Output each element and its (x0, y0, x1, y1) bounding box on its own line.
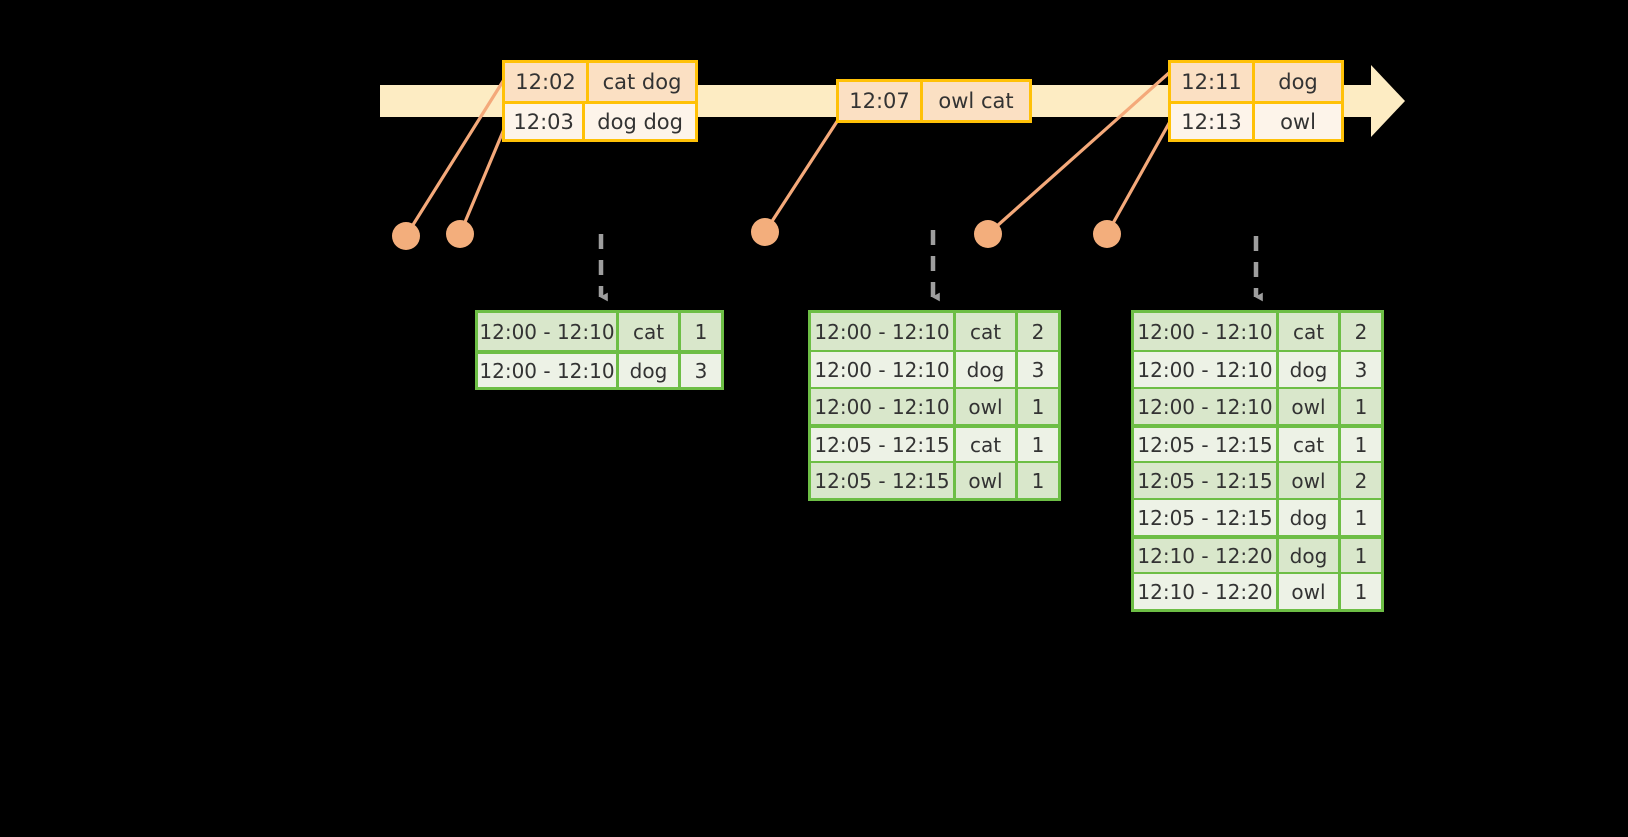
count-cell: 1 (1031, 432, 1045, 457)
event-row: 12:13 owl (1171, 101, 1341, 139)
event-words: dog dog (597, 109, 683, 134)
table-row: 12:05 - 12:15 owl 2 (1134, 461, 1381, 498)
leader-dot-2 (446, 220, 474, 248)
table-row: 12:00 - 12:10 cat 2 (811, 313, 1058, 350)
event-row: 12:11 dog (1171, 63, 1341, 101)
window-cell: 12:05 - 12:15 (811, 428, 956, 461)
window-cell: 12:00 - 12:10 (478, 354, 619, 387)
key-cell: cat (1279, 428, 1341, 461)
key-cell: dog (1279, 352, 1341, 387)
event-group-2: 12:07 owl cat (836, 79, 1032, 123)
window-cell: 12:00 - 12:10 (1134, 389, 1279, 424)
table-row: 12:00 - 12:10 cat 1 (478, 313, 721, 350)
window-cell: 12:05 - 12:15 (811, 463, 956, 498)
window-cell: 12:00 - 12:10 (811, 352, 956, 387)
key-cell: cat (619, 313, 681, 350)
count-cell: 1 (1354, 579, 1368, 604)
event-time: 12:13 (1171, 104, 1255, 139)
count-cell: 1 (1031, 394, 1045, 419)
count-cell: 3 (1031, 357, 1045, 382)
event-group-1: 12:02 cat dog 12:03 dog dog (502, 60, 698, 142)
result-table-1: 12:00 - 12:10 cat 1 12:00 - 12:10 dog 3 (475, 310, 724, 390)
table-row: 12:00 - 12:10 cat 2 (1134, 313, 1381, 350)
window-cell: 12:00 - 12:10 (1134, 352, 1279, 387)
table-row: 12:05 - 12:15 owl 1 (811, 461, 1058, 498)
window-cell: 12:05 - 12:15 (1134, 500, 1279, 535)
event-words: cat dog (602, 70, 682, 94)
key-cell: owl (1279, 463, 1341, 498)
window-cell: 12:00 - 12:10 (1134, 313, 1279, 350)
leader-dot-1 (392, 222, 420, 250)
window-cell: 12:00 - 12:10 (478, 313, 619, 350)
table-row: 12:05 - 12:15 dog 1 (1134, 498, 1381, 535)
leader-line-5 (1105, 116, 1174, 236)
key-cell: owl (956, 389, 1018, 424)
count-cell: 1 (694, 319, 708, 344)
event-group-3: 12:11 dog 12:13 owl (1168, 60, 1344, 142)
table-row: 12:10 - 12:20 dog 1 (1134, 535, 1381, 572)
key-cell: dog (956, 352, 1018, 387)
window-cell: 12:10 - 12:20 (1134, 574, 1279, 609)
event-row: 12:03 dog dog (505, 101, 695, 139)
leader-dot-4 (974, 220, 1002, 248)
table-row: 12:00 - 12:10 owl 1 (811, 387, 1058, 424)
leader-line-2 (458, 120, 509, 236)
leader-dot-5 (1093, 220, 1121, 248)
table-row: 12:00 - 12:10 dog 3 (478, 350, 721, 387)
table-row: 12:05 - 12:15 cat 1 (811, 424, 1058, 461)
key-cell: owl (1279, 574, 1341, 609)
event-row: 12:02 cat dog (505, 63, 695, 101)
event-words: owl (1280, 109, 1316, 134)
window-cell: 12:00 - 12:10 (811, 313, 956, 350)
table-row: 12:00 - 12:10 dog 3 (1134, 350, 1381, 387)
key-cell: dog (1279, 500, 1341, 535)
count-cell: 1 (1354, 505, 1368, 530)
result-table-2: 12:00 - 12:10 cat 2 12:00 - 12:10 dog 3 … (808, 310, 1061, 501)
count-cell: 2 (1031, 319, 1045, 344)
table-row: 12:10 - 12:20 owl 1 (1134, 572, 1381, 609)
window-cell: 12:10 - 12:20 (1134, 539, 1279, 572)
table-row: 12:00 - 12:10 owl 1 (1134, 387, 1381, 424)
count-cell: 2 (1354, 468, 1368, 493)
count-cell: 1 (1031, 468, 1045, 493)
leader-line-3 (763, 118, 840, 234)
key-cell: owl (956, 463, 1018, 498)
count-cell: 1 (1354, 394, 1368, 419)
key-cell: cat (956, 313, 1018, 350)
window-cell: 12:05 - 12:15 (1134, 463, 1279, 498)
table-row: 12:05 - 12:15 cat 1 (1134, 424, 1381, 461)
event-words: owl cat (938, 89, 1014, 113)
table-row: 12:00 - 12:10 dog 3 (811, 350, 1058, 387)
leader-dots (392, 218, 1121, 250)
event-time: 12:03 (505, 104, 586, 139)
key-cell: cat (956, 428, 1018, 461)
key-cell: cat (1279, 313, 1341, 350)
result-table-3: 12:00 - 12:10 cat 2 12:00 - 12:10 dog 3 … (1131, 310, 1384, 612)
event-time: 12:07 (839, 82, 923, 120)
event-time: 12:11 (1171, 63, 1255, 101)
event-words: dog (1278, 70, 1318, 94)
count-cell: 1 (1354, 432, 1368, 457)
dashed-arrows (598, 230, 1263, 302)
event-row: 12:07 owl cat (839, 82, 1029, 120)
event-time: 12:02 (505, 63, 589, 101)
leader-dot-3 (751, 218, 779, 246)
key-cell: dog (1279, 539, 1341, 572)
key-cell: dog (619, 354, 681, 387)
count-cell: 3 (694, 358, 708, 383)
window-cell: 12:05 - 12:15 (1134, 428, 1279, 461)
count-cell: 3 (1354, 357, 1368, 382)
count-cell: 1 (1354, 543, 1368, 568)
leader-line-1 (404, 76, 507, 238)
count-cell: 2 (1354, 319, 1368, 344)
key-cell: owl (1279, 389, 1341, 424)
window-cell: 12:00 - 12:10 (811, 389, 956, 424)
